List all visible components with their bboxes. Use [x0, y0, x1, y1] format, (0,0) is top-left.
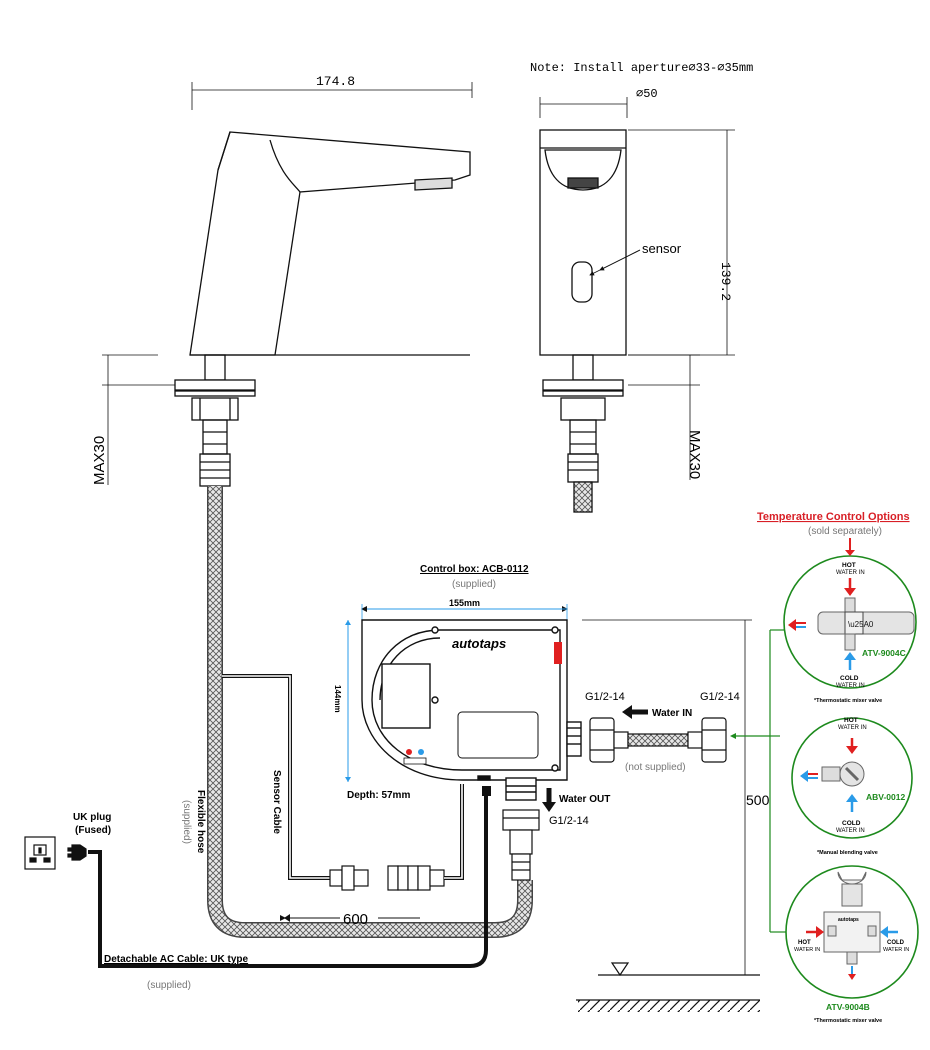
control-box-brand: autotaps	[452, 636, 506, 651]
opt3-brand: autotaps	[838, 917, 859, 923]
dim-max30-right: MAX30	[686, 430, 703, 479]
water-out-label: Water OUT	[559, 794, 610, 805]
flexible-hose-label: Flexible hose	[195, 790, 206, 854]
opt1-cold: COLD	[840, 675, 859, 682]
floor-symbol	[576, 962, 760, 1012]
opt1-hot: HOT	[842, 562, 856, 569]
opt2-hot: HOT	[844, 717, 858, 724]
dim-height-139: 139.2	[718, 262, 733, 301]
opt1-caption: *Thermostatic mixer valve	[814, 698, 882, 704]
opt3-model: ATV-9004B	[826, 1002, 870, 1012]
svg-text:\u25A0: \u25A0	[848, 620, 874, 629]
control-box-width: 155mm	[449, 598, 480, 608]
g-bottom-label: G1/2-14	[549, 815, 589, 827]
opt2-cold-sub: WATER IN	[836, 828, 865, 834]
option-atv-9004c: \u25A0 HOT WATER IN COLD WATER IN ATV-90…	[783, 538, 917, 704]
opt2-hot-sub: WATER IN	[838, 725, 867, 731]
sensor-label: sensor	[642, 241, 682, 256]
opt2-cold: COLD	[842, 820, 861, 827]
uk-plug	[24, 836, 87, 870]
opt3-cold: COLD	[887, 940, 905, 946]
option-atv-9004b: autotaps HOT WATER IN COLD WATER IN ATV-…	[785, 865, 919, 1024]
sensor-cable-label: Sensor Cable	[271, 770, 282, 834]
control-box-supplied: (supplied)	[452, 579, 496, 590]
opt2-model: ABV-0012	[866, 792, 905, 802]
install-note: Note: Install aperture∅33-∅35mm	[530, 61, 753, 75]
temp-options-title: Temperature Control Options	[757, 511, 910, 523]
control-box	[345, 604, 582, 801]
control-box-depth: Depth: 57mm	[347, 790, 410, 801]
temp-options-subtitle: (sold separately)	[808, 526, 882, 537]
dim-length-600: 600	[343, 911, 368, 928]
water-in-label: Water IN	[652, 708, 692, 719]
opt3-caption: *Thermostatic mixer valve	[814, 1018, 882, 1024]
uk-plug-label: UK plug	[73, 812, 111, 823]
ac-cable-label: Detachable AC Cable: UK type	[104, 954, 249, 965]
control-box-height: 144mm	[333, 685, 342, 713]
option-abv-0012: HOT WATER IN COLD WATER IN ABV-0012 *Man…	[791, 717, 913, 856]
uk-plug-fused: (Fused)	[75, 825, 111, 836]
faucet-front-view	[539, 97, 735, 513]
opt2-caption: *Manual blending valve	[817, 850, 878, 856]
opt1-model: ATV-9004C	[862, 648, 906, 658]
opt3-cold-sub: WATER IN	[883, 947, 909, 953]
opt3-hot: HOT	[798, 940, 811, 946]
opt1-hot-sub: WATER IN	[836, 570, 865, 576]
dim-diameter-50: ∅50	[636, 87, 658, 101]
flexible-hose-supplied: (supplied)	[181, 800, 192, 844]
g-left-label: G1/2-14	[585, 691, 625, 703]
ac-cable-supplied: (supplied)	[147, 980, 191, 991]
water-out-fitting	[502, 809, 540, 881]
dim-max30-left: MAX30	[91, 436, 108, 485]
sensor-connector	[329, 865, 445, 891]
opt3-hot-sub: WATER IN	[794, 947, 820, 953]
ac-cable	[88, 792, 488, 968]
options-connector	[734, 629, 786, 933]
dim-height-500: 500	[746, 792, 770, 808]
control-box-title: Control box: ACB-0112	[420, 564, 529, 575]
dim-width-174: 174.8	[316, 74, 355, 89]
faucet-side-view	[102, 82, 473, 487]
water-in-hose	[589, 717, 727, 763]
g-right-label: G1/2-14	[700, 691, 740, 703]
sensor-leader	[589, 249, 641, 276]
water-in-not-supplied: (not supplied)	[625, 762, 686, 773]
opt1-cold-sub: WATER IN	[836, 683, 865, 689]
